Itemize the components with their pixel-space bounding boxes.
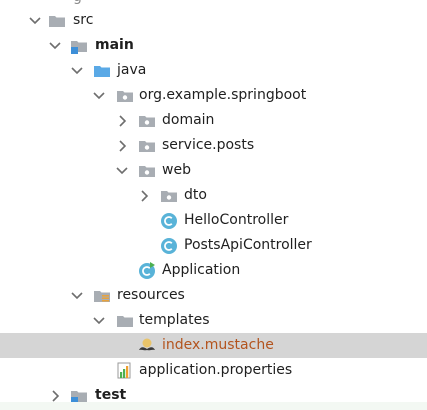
class-icon [161, 238, 177, 254]
tree-row-src[interactable]: src [0, 8, 427, 33]
tree-row-partial[interactable]: g [0, 0, 427, 8]
chevron-right-icon[interactable] [115, 139, 129, 153]
package-icon [139, 166, 155, 177]
chevron-right-icon[interactable] [137, 189, 151, 203]
chevron-right-icon[interactable] [48, 389, 62, 403]
tree-row-test[interactable]: test [0, 383, 427, 408]
chevron-down-icon[interactable] [28, 14, 42, 28]
module-folder-icon [71, 41, 87, 54]
chevron-down-icon[interactable] [92, 314, 106, 328]
test-folder-icon [71, 391, 87, 404]
tree-item-label-templates: templates [139, 312, 210, 328]
folder-icon [117, 316, 133, 327]
chevron-down-icon[interactable] [92, 89, 106, 103]
tree-row-templates[interactable]: templates [0, 308, 427, 333]
tree-row-posts-api-controller[interactable]: PostsApiController [0, 233, 427, 258]
tree-item-label-service-posts: service.posts [162, 137, 255, 153]
tree-item-label-application-properties: application.properties [139, 362, 293, 378]
mustache-file-icon [139, 338, 155, 351]
tree-item-label-test: test [95, 387, 127, 403]
tree-item-label-hello-controller: HelloController [184, 212, 289, 228]
tree-row-application[interactable]: Application [0, 258, 427, 283]
tree-item-label-package: org.example.springboot [139, 87, 307, 103]
tree-row-hello-controller[interactable]: HelloController [0, 208, 427, 233]
source-folder-icon [94, 66, 110, 77]
tree-item-label-java: java [117, 62, 147, 78]
tree-item-label-main: main [95, 37, 134, 53]
tree-item-label-web: web [162, 162, 191, 178]
tree-row-resources[interactable]: resources [0, 283, 427, 308]
chevron-down-icon[interactable] [115, 164, 129, 178]
tree-item-label-index-mustache: index.mustache [162, 337, 274, 353]
tree-item-label-domain: domain [162, 112, 215, 128]
tree-row-partial-bottom [0, 402, 427, 410]
tree-row-domain[interactable]: domain [0, 108, 427, 133]
tree-item-label-application: Application [162, 262, 241, 278]
tree-item-label-posts-api-controller: PostsApiController [184, 237, 312, 253]
tree-row-application-properties[interactable]: application.properties [0, 358, 427, 383]
tree-row-dto[interactable]: dto [0, 183, 427, 208]
folder-icon [49, 16, 65, 27]
tree-item-label-partial: g [73, 0, 82, 7]
tree-row-java[interactable]: java [0, 58, 427, 83]
chevron-down-icon[interactable] [70, 64, 84, 78]
class-icon [161, 213, 177, 229]
tree-item-label-resources: resources [117, 287, 185, 303]
runnable-class-icon [139, 262, 155, 279]
tree-row-main[interactable]: main [0, 33, 427, 58]
tree-row-web[interactable]: web [0, 158, 427, 183]
tree-item-label-dto: dto [184, 187, 207, 203]
package-icon [117, 91, 133, 102]
tree-item-label-src: src [73, 12, 94, 28]
chevron-down-icon[interactable] [48, 39, 62, 53]
package-icon [161, 191, 177, 202]
chevron-down-icon[interactable] [70, 289, 84, 303]
package-icon [139, 141, 155, 152]
chevron-right-icon[interactable] [115, 114, 129, 128]
tree-row-service-posts[interactable]: service.posts [0, 133, 427, 158]
resources-folder-icon [94, 291, 110, 302]
tree-row-index-mustache[interactable]: index.mustache [0, 333, 427, 358]
tree-row-package[interactable]: org.example.springboot [0, 83, 427, 108]
properties-file-icon [117, 362, 131, 379]
package-icon [139, 116, 155, 127]
